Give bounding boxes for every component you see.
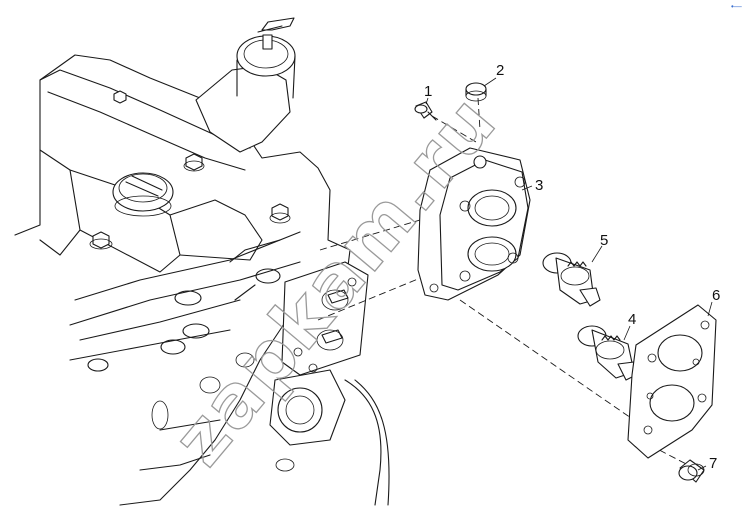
callout-1: 1 [424,83,432,100]
leader-lines [425,77,713,471]
callout-6: 6 [712,287,720,304]
corner-mark: •— [731,2,742,11]
callout-5: 5 [600,232,608,249]
bolt-icon [113,90,127,104]
part-3-thermostat-housing [417,147,531,301]
part-4-thermostat [577,325,639,381]
part-5-thermostat [542,252,601,307]
bolt-icon [183,153,205,172]
callout-labels: 1 2 3 5 4 6 7 [424,62,720,472]
part-1-bolt [414,101,437,121]
bolt-icon [89,231,113,250]
engine-block [14,54,390,506]
part-7-sleeve [678,459,705,483]
callout-4: 4 [628,311,636,328]
callout-3: 3 [535,177,543,194]
part-6-gasket [627,304,717,459]
callout-2: 2 [496,62,504,79]
coolant-hose [195,17,296,153]
callout-7: 7 [709,455,717,472]
bolt-icon [269,203,291,224]
part-2-plug [465,82,487,102]
